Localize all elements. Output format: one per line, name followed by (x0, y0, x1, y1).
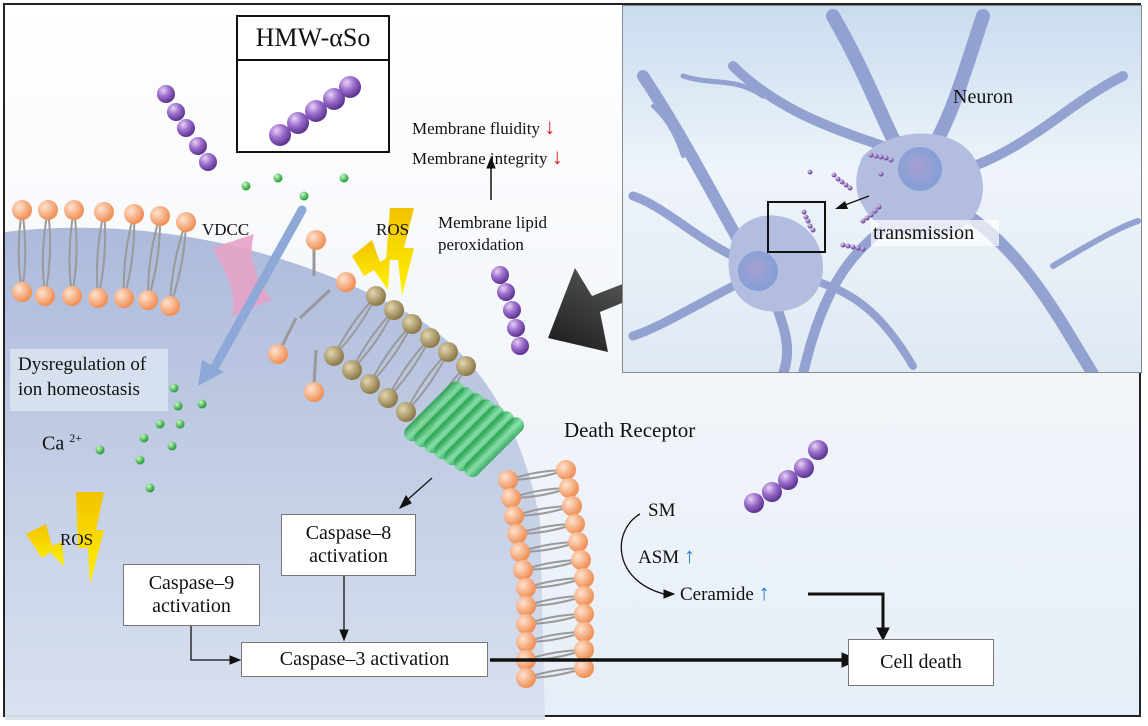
phospholipid (510, 532, 588, 562)
phospholipid (88, 202, 114, 308)
small-oligomers (801, 152, 894, 252)
neuron-illustration (628, 9, 1141, 372)
decrease-arrow-icon: ↓ (544, 114, 556, 139)
vdcc-label: VDCC (202, 220, 250, 239)
phospholipid (138, 206, 170, 310)
phospholipid (516, 658, 594, 688)
ceramide-label: Ceramide ↑ (680, 580, 770, 605)
phospholipid (516, 604, 594, 634)
calcium-ion (173, 401, 183, 411)
phospholipid (504, 496, 582, 526)
transmission-arrow (835, 201, 848, 209)
ros-bolt-icon-bottom (26, 492, 104, 584)
phospholipid (516, 622, 594, 652)
membrane-fluidity-label: Membrane fluidity ↓ (412, 114, 556, 139)
death-receptor-icon (404, 381, 524, 478)
calcium-ion (299, 191, 309, 201)
oxidized-lipid (342, 300, 404, 380)
calcium-influx-arrow (198, 205, 307, 386)
zoom-region-box (767, 201, 826, 253)
ros-label-bottom: ROS (60, 530, 94, 549)
death-receptor-label: Death Receptor (564, 418, 696, 442)
calcium-ion (139, 433, 149, 443)
phospholipid (513, 550, 591, 580)
increase-arrow-icon: ↑ (683, 543, 695, 568)
nucleus-right (898, 147, 942, 191)
asm-label: ASM ↑ (638, 543, 695, 568)
transmission-label: transmission (873, 222, 975, 244)
caspase3-box: Caspase–3 activation (241, 642, 488, 677)
calcium-ion (135, 455, 145, 465)
ros-label-top: ROS (376, 220, 410, 239)
hmw-aso-title: HMW-αSo (238, 17, 388, 61)
oxidized-lipid (396, 342, 458, 422)
ion-homeostasis-label: Dysregulation of ion homeostasis (10, 349, 168, 411)
calcium-ion (155, 419, 165, 429)
membrane-integrity-label: Membrane integrity ↓ (412, 144, 563, 169)
ros-bolt-icon-top (352, 208, 414, 296)
calcium-ion (241, 181, 251, 191)
calcium-ion (339, 173, 349, 183)
phospholipid (501, 478, 579, 508)
phospholipid (516, 568, 594, 598)
sm-label: SM (648, 500, 676, 521)
calcium-ion (197, 399, 207, 409)
phospholipid (160, 212, 196, 316)
oxidized-lipid (378, 328, 440, 408)
calcium-ion (145, 483, 155, 493)
oxidized-lipid (324, 286, 386, 366)
calcium-ion (169, 383, 179, 393)
oligomer-chains (157, 85, 828, 513)
phospholipid (62, 200, 84, 306)
calcium-label: Ca 2+ (42, 431, 82, 455)
oligomer-legend-icon (269, 76, 361, 146)
phospholipid (114, 204, 144, 308)
calcium-ion (273, 173, 283, 183)
increase-arrow-icon: ↑ (758, 580, 770, 605)
neuron-inset-panel: Neuron transmission (622, 5, 1142, 373)
loose-lipids (268, 230, 356, 402)
calcium-ion (167, 441, 177, 451)
nucleus-left (738, 251, 778, 291)
phospholipid (498, 460, 576, 490)
phospholipid (507, 514, 585, 544)
calcium-ions (95, 173, 349, 493)
calcium-ion (175, 419, 185, 429)
cell-death-box: Cell death (848, 639, 994, 686)
phospholipid (35, 200, 58, 306)
lipid-bilayer-left (12, 200, 196, 316)
lipid-peroxidation-label: Membrane lipid peroxidation (438, 213, 548, 255)
neuron-label: Neuron (953, 86, 1013, 108)
hmw-aso-legend-box: HMW-αSo (236, 15, 390, 153)
calcium-ion (95, 445, 105, 455)
oligomer-chain (744, 440, 828, 513)
oligomer-chain (491, 266, 529, 355)
decrease-arrow-icon: ↓ (551, 144, 563, 169)
oxidized-lipid (360, 314, 422, 394)
oligomer-chain (157, 85, 217, 171)
phospholipid (516, 586, 594, 616)
phospholipid (12, 200, 32, 302)
